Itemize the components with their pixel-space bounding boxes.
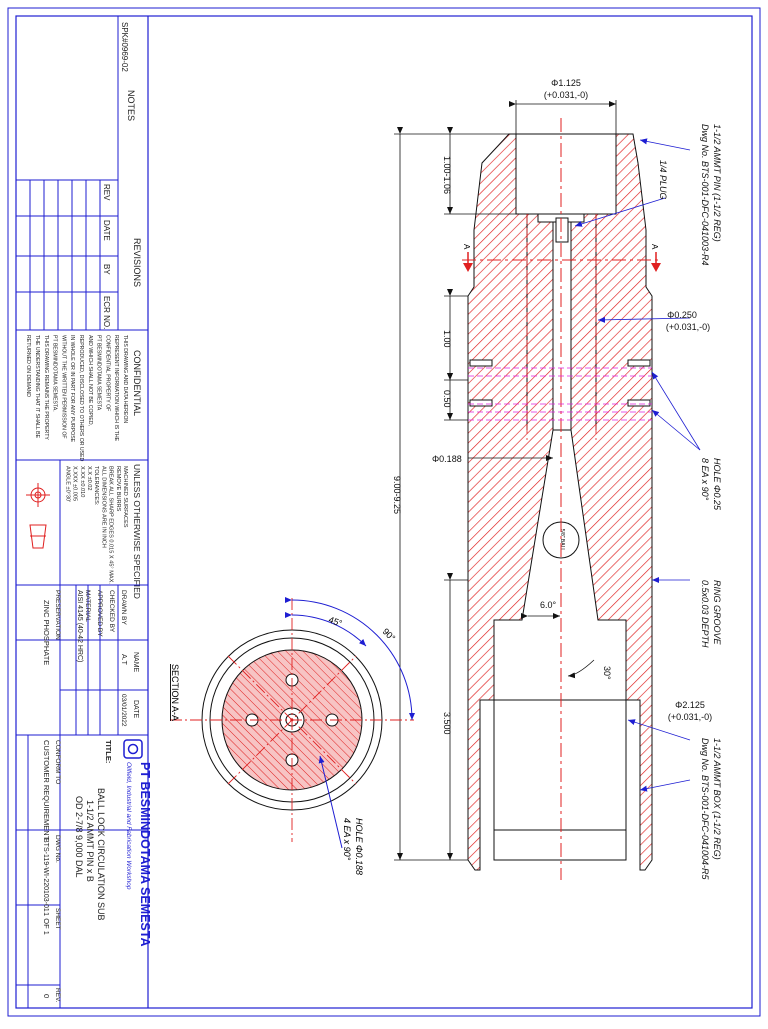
dim-cone-angle: 30°: [602, 666, 612, 680]
tol-line: REMOVE BURRS: [115, 466, 121, 512]
dim-pin-length: 1.00-1.06: [442, 156, 452, 194]
conf-line: THIS DRAWING AND DATA HEREON: [122, 335, 128, 423]
rev-col: REV: [102, 184, 111, 201]
section-angle-90: 90°: [381, 626, 398, 643]
conf-line: REPRESENT INFORMATION WHICH IS THE: [113, 335, 119, 442]
callout-pin-dwg: Dwg No. BTS-001-DFC-041003-R4: [700, 124, 710, 266]
preservation-label: PRESERVATION: [54, 590, 61, 640]
tol-line: X.X ±0.02: [86, 466, 92, 491]
section-title: SECTION A-A: [170, 664, 180, 721]
dim-bore-big-tol: (+0.031,-0): [668, 712, 712, 722]
callout-groove: RING GROOVE: [712, 580, 722, 646]
tolerance-title: UNLESS OTHERWISE SPECIFIED: [132, 464, 142, 599]
tol-line: X.XX ±0.010: [79, 466, 85, 497]
rev-label: REV.: [54, 988, 61, 1003]
sheet-label: SHEET: [54, 908, 61, 930]
callout-pin-conn: 1-1/2 AMMT PIN (1-1/2 REG): [712, 124, 722, 242]
dim-hole-dia-tol: (+0.031,-0): [666, 322, 710, 332]
callout-box-conn: 1-1/2 AMMT BOX (1-1/2 REG): [712, 738, 722, 860]
title-label: TITLE:: [104, 740, 113, 763]
dim-bore-small: Φ0.188: [432, 454, 462, 464]
conf-line: REPRODUCED, DISCLOSED TO OTHERS OR USED: [78, 335, 84, 462]
conf-line: PT BESMINDOTAMA SEMESTA.: [52, 335, 58, 412]
sheet-value: 1 OF 1: [42, 912, 51, 935]
section-marker-left: A: [462, 244, 471, 250]
title-line-1: BALL LOCK CIRCULATION SUB: [96, 788, 106, 921]
by-col: BY: [102, 264, 111, 275]
drawn-by-label: DRAWN BY: [120, 590, 127, 625]
callout-hole: HOLE Φ0.25: [712, 458, 722, 511]
tol-line: MACHINED SURFACES: [122, 466, 128, 528]
dim-bore-big: Φ2.125: [675, 700, 705, 710]
conf-line: THE UNDERSTANDING THAT IT SHALL BE: [34, 335, 40, 439]
approved-by-label: APPROVED BY: [96, 590, 103, 637]
conf-line: PT BESMINDOTAMA SEMESTA: [96, 335, 102, 411]
dim-lower-length: 3.500: [442, 712, 452, 735]
dim-length-1: 1.00: [442, 330, 452, 348]
tol-line: TOLERANCES:: [93, 466, 99, 506]
part-section-view: 5/8" BALL A A: [462, 118, 662, 880]
tol-line: ALL DIMENSIONS ARE IN INCH: [100, 466, 106, 548]
callout-box-dwg: Dwg No. BTS-001-DFC-041004-R5: [700, 738, 710, 881]
date-col-tb: DATE: [132, 700, 139, 718]
company-tagline: Oilfield, Industrial and Fabrication Wor…: [125, 762, 132, 890]
section-a-a-view: 45° 90° SECTION A-A HOLE Φ0.188 4 EA x 9…: [170, 596, 415, 875]
section-angle-45: 45°: [327, 614, 344, 628]
company-name: PT BESMINDOTAMA SEMESTA: [138, 762, 152, 947]
inner-frame: [15, 15, 753, 1009]
conform-value: CUSTOMER REQUIREMENT: [42, 740, 51, 841]
conf-line: CONFIDENTIAL PROPERTY OF: [104, 335, 110, 411]
part-number: SPK#0969-02: [120, 22, 129, 72]
preservation-value: ZINC PHOSPHATE: [42, 600, 51, 665]
checked-by-label: CHECKED BY: [108, 590, 115, 633]
confidential-title: CONFIDENTIAL: [132, 350, 142, 416]
title-block: [16, 16, 149, 1008]
name-col: NAME: [132, 652, 139, 673]
section-marker-right: A: [650, 244, 659, 250]
drawn-date: 03/01/2022: [120, 694, 127, 727]
section-hole-callout: HOLE Φ0.188: [354, 818, 364, 875]
dim-top-bore: Φ1.125: [551, 78, 581, 88]
projection-symbol: [26, 483, 50, 549]
callout-hole-qty: 8 EA x 90°: [700, 458, 710, 501]
dim-length-2: 0.50: [442, 390, 452, 408]
conf-line: THIS DRAWING REMAINS THE PROPERTY: [43, 335, 49, 440]
conf-line: WITHOUT THE WRITTEN PERMISSION OF: [60, 335, 66, 439]
callout-groove-depth: 0.5x0.03 DEPTH: [700, 580, 710, 648]
title-line-3: OD 2-7/8 9,000 DAL: [74, 796, 84, 878]
date-col: DATE: [102, 220, 111, 241]
dwg-label: DWG No.: [54, 835, 61, 863]
tol-line: X.XXX ±0.005: [72, 466, 78, 501]
conf-line: RETURNED ON DEMAND: [25, 335, 31, 397]
ecr-col: ECR NO.: [102, 296, 111, 329]
conf-line: AND WHICH SHALL NOT BE COPIED,: [87, 335, 93, 426]
notes-label: NOTES: [126, 90, 136, 121]
material-label: MATERIAL: [84, 590, 91, 622]
dim-taper-angle: 6.0°: [540, 600, 557, 610]
revisions-header: REVISIONS: [132, 238, 142, 287]
outer-frame: [7, 7, 761, 1017]
dimension-lines: [394, 100, 701, 861]
ball-label: 5/8" BALL: [559, 529, 565, 552]
conform-label: CONFORM TO: [54, 740, 61, 784]
company-logo: [123, 739, 143, 759]
title-line-2: 1-1/2 AMMT PIN x B: [85, 800, 95, 882]
callout-plug: 1/4 PLUG: [658, 160, 668, 200]
conf-line: IN WHOLE OR IN PART FOR ANY PURPOSE: [69, 335, 75, 443]
tol-line: ANGLE ±0°30': [64, 466, 70, 502]
rev-value: 0: [42, 994, 51, 998]
dim-hole-dia: Φ0.250: [667, 310, 697, 320]
section-hole-qty: 4 EA x 90°: [342, 818, 352, 861]
material-value: AISI 4145 (40-42 HRC): [76, 590, 83, 662]
drawn-name: A.T: [120, 654, 127, 666]
dwg-number: BTS-119-WI-220103-01: [42, 838, 49, 912]
tol-line: BREAK ALL SHARP EDGES 0.015 X 45° MAX.: [108, 466, 114, 584]
dim-top-bore-tol: (+0.031,-0): [544, 90, 588, 100]
dim-overall: 9.00-9.25: [392, 476, 402, 514]
